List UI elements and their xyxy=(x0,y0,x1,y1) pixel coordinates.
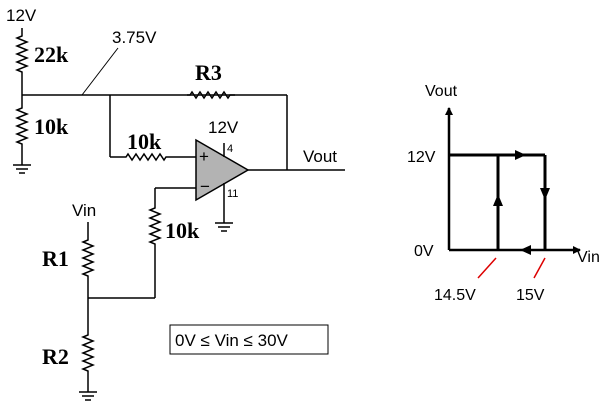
vout-label: Vout xyxy=(303,147,337,166)
resistor-10k-ground xyxy=(14,95,30,165)
divider-node-label: 3.75V xyxy=(112,28,157,47)
y-axis-label: Vout xyxy=(425,83,458,100)
resistor-10k-plus xyxy=(123,152,168,162)
arrow-rise-up xyxy=(493,194,503,206)
arrow-high-right xyxy=(515,150,526,160)
opamp-supply-label: 12V xyxy=(208,118,239,137)
range-box xyxy=(169,324,329,355)
x-axis-label: Vin xyxy=(577,249,600,266)
arrow-drop-down xyxy=(540,188,550,200)
pin-vminus-label: 11 xyxy=(227,188,238,200)
x-high-threshold-label: 15V xyxy=(516,287,545,304)
ground-symbol-left xyxy=(13,164,31,174)
plus-sign-label: + xyxy=(199,147,209,166)
r2-label: R2 xyxy=(42,344,69,369)
y-low-label: 0V xyxy=(414,243,434,260)
ground-symbol-bottom xyxy=(79,391,97,401)
pointer-15v xyxy=(533,257,546,279)
r-plus-label: 10k xyxy=(127,129,162,154)
arrow-low-left xyxy=(520,245,531,255)
y-high-label: 12V xyxy=(407,149,436,166)
resistor-r1 xyxy=(80,222,96,298)
pointer-line-375 xyxy=(81,47,119,96)
schematic xyxy=(13,28,345,401)
resistor-10k-minus xyxy=(147,188,163,298)
r-bottom-label: 10k xyxy=(34,114,69,139)
r3-label: R3 xyxy=(195,60,222,85)
resistor-r3 xyxy=(187,90,235,100)
r1-label: R1 xyxy=(42,246,69,271)
r-top-label: 22k xyxy=(34,42,69,67)
pin-vplus-label: 4 xyxy=(227,143,233,155)
opamp-triangle xyxy=(195,138,250,202)
pointer-145v xyxy=(477,257,497,279)
resistor-r2 xyxy=(80,298,96,392)
supply-top-label: 12V xyxy=(6,6,37,25)
r-minus-label: 10k xyxy=(165,218,200,243)
x-low-threshold-label: 14.5V xyxy=(434,287,476,304)
resistor-22k xyxy=(14,28,30,95)
hysteresis-graph xyxy=(445,107,581,279)
ground-symbol-opamp xyxy=(215,222,233,232)
range-label: 0V ≤ Vin ≤ 30V xyxy=(175,331,289,350)
vin-label: Vin xyxy=(72,201,96,220)
minus-sign-label: − xyxy=(200,177,210,196)
